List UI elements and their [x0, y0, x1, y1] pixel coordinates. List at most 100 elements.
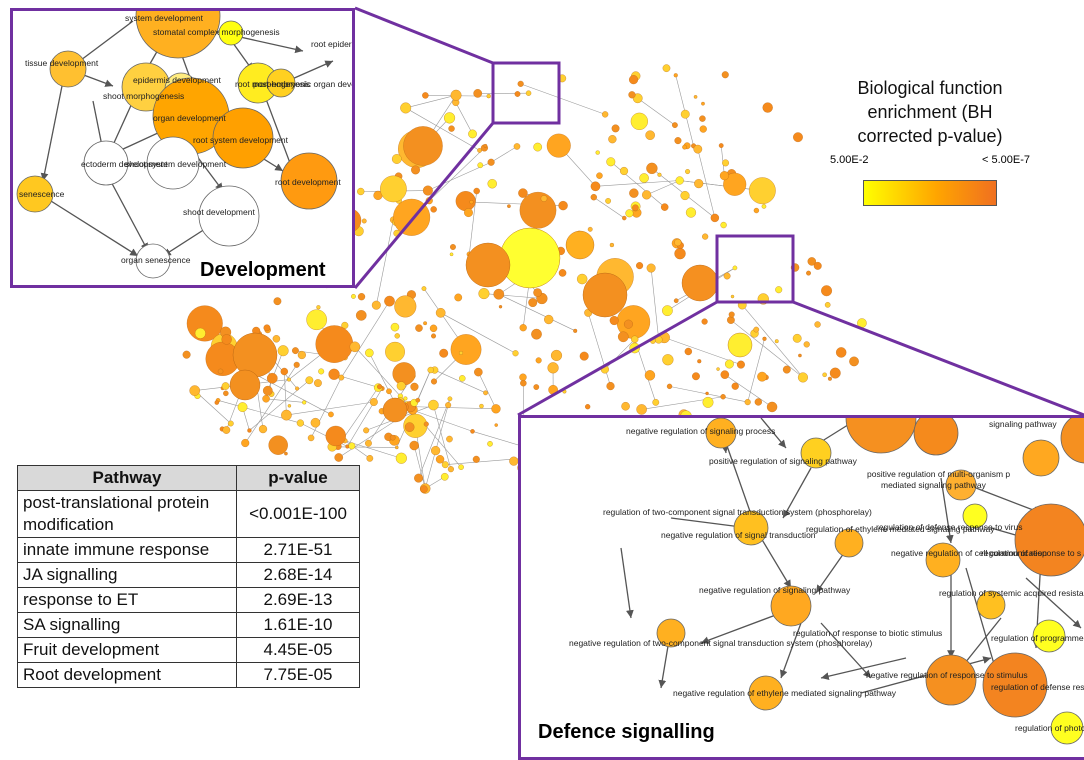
network-node: [721, 394, 726, 399]
network-node: [284, 452, 287, 455]
network-node: [836, 347, 846, 357]
table-row: post-translational protein modification<…: [18, 491, 360, 538]
network-edge: [605, 339, 635, 369]
network-node: [294, 362, 300, 368]
network-node: [420, 486, 427, 493]
node-label: regulation of response to biotic stimulu…: [793, 628, 942, 638]
network-node: [264, 325, 270, 331]
network-node: [721, 222, 727, 228]
network-edge: [651, 268, 659, 340]
network-node: [195, 328, 206, 339]
network-node: [757, 372, 766, 381]
color-legend: Biological function enrichment (BH corre…: [830, 76, 1030, 206]
network-node: [610, 243, 614, 247]
network-node: [663, 65, 670, 72]
network-edge: [491, 146, 517, 162]
network-node: [519, 374, 526, 381]
network-node: [763, 337, 767, 341]
network-node: [316, 325, 353, 362]
network-node: [518, 81, 524, 87]
network-node: [737, 361, 745, 369]
node-label: senescence: [19, 189, 65, 199]
network-edge: [588, 313, 610, 386]
network-node: [798, 373, 808, 383]
pathway-cell: post-translational protein modification: [18, 491, 237, 538]
defence-inset: negative regulation of signaling process…: [518, 415, 1084, 760]
network-node: [446, 436, 452, 442]
network-node: [755, 398, 762, 405]
pvalue-cell: <0.001E-100: [237, 491, 360, 538]
network-node: [458, 465, 463, 470]
network-node: [274, 297, 281, 304]
network-node: [464, 208, 473, 217]
network-node: [479, 404, 483, 408]
network-node: [675, 248, 686, 259]
network-node: [509, 457, 518, 466]
network-node: [329, 369, 340, 380]
node-label: epidermis development: [133, 75, 222, 85]
network-node: [507, 205, 510, 208]
network-node: [228, 421, 233, 426]
node-label: shoot morphogenesis: [103, 91, 184, 101]
legend-title: Biological function enrichment (BH corre…: [840, 76, 1020, 148]
network-node: [422, 92, 428, 98]
network-node: [646, 131, 655, 140]
node-label: system development: [125, 13, 204, 23]
network-node: [308, 435, 314, 441]
network-node: [380, 176, 406, 202]
network-node: [416, 398, 420, 402]
network-node: [629, 75, 638, 84]
network-node: [612, 125, 620, 133]
network-node: [547, 134, 571, 158]
network-node: [515, 91, 520, 96]
network-node: [448, 466, 454, 472]
network-node: [473, 456, 480, 463]
node-label: mediated signaling pathway: [881, 480, 987, 490]
network-node: [450, 253, 453, 256]
node-label: post-embryonic organ develop: [253, 79, 355, 89]
network-edge: [484, 294, 542, 299]
network-node: [662, 354, 673, 365]
column-header-pathway: Pathway: [18, 466, 237, 491]
network-node: [675, 137, 682, 144]
network-node: [488, 179, 497, 188]
network-node: [647, 264, 656, 273]
node-label: regulation of defense response to virus: [876, 522, 1022, 532]
network-node: [754, 327, 759, 332]
network-node: [474, 188, 480, 194]
node-label: negative regulation of response to stimu…: [866, 670, 1028, 680]
node-label: regulation of two-component signal trans…: [603, 507, 872, 517]
network-node: [223, 391, 228, 396]
network-node: [350, 342, 360, 352]
network-node: [724, 273, 731, 280]
network-node: [307, 310, 327, 330]
network-node: [658, 173, 662, 177]
network-edge: [595, 180, 679, 186]
network-node: [411, 166, 420, 175]
network-node: [804, 341, 810, 347]
network-node: [551, 350, 562, 361]
network-node: [314, 379, 321, 386]
network-node: [487, 441, 492, 446]
network-node: [451, 90, 462, 101]
pathway-cell: JA signalling: [18, 563, 237, 588]
network-node: [719, 143, 723, 147]
network-node: [518, 189, 527, 198]
network-node: [608, 135, 616, 143]
network-node: [731, 295, 734, 298]
network-node: [573, 329, 577, 333]
network-node: [436, 455, 444, 463]
network-node: [222, 382, 229, 389]
network-node: [247, 428, 251, 432]
network-node: [541, 195, 547, 201]
network-node: [681, 110, 689, 118]
network-node: [685, 348, 692, 355]
network-node: [356, 310, 366, 320]
network-node: [729, 312, 735, 318]
network-node: [392, 154, 401, 163]
network-node: [624, 320, 633, 329]
network-node: [732, 383, 739, 390]
network-node: [703, 397, 714, 408]
network-node: [645, 370, 655, 380]
network-node: [793, 132, 802, 141]
